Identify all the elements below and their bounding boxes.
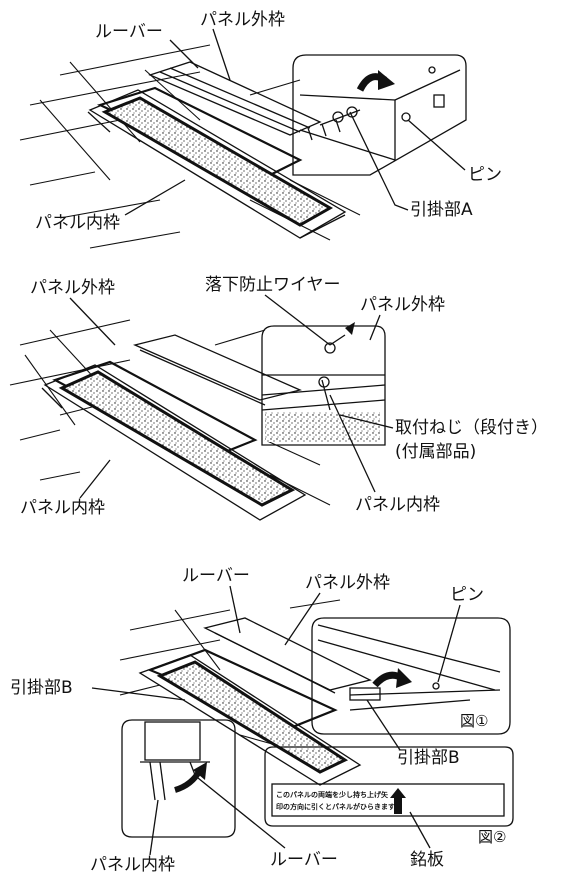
inset-fig1 (311, 617, 511, 735)
filter-2 (58, 370, 296, 507)
label-pin-3: ピン (450, 585, 484, 605)
label-hook-b-left: 引掛部B (10, 678, 73, 698)
label-wire: 落下防止ワイヤー (205, 275, 341, 295)
label-louver-1: ルーバー (95, 22, 163, 42)
plate-line-1: このパネルの両端を少し持ち上げ矢 (276, 790, 389, 799)
label-hook-b-bottom: 引掛部B (397, 748, 460, 768)
inner-frame-2 (43, 364, 307, 521)
outer-frame-3 (203, 617, 372, 691)
outer-frame-1 (148, 61, 322, 136)
label-inner-frame-3: パネル内枠 (90, 855, 175, 875)
label-outer-frame-2-left: パネル外枠 (30, 278, 115, 298)
filter-3 (156, 660, 349, 774)
inner-frame-1 (88, 89, 347, 239)
figure-3: このパネルの両端を少し持ち上げ矢 印の方向に引くとパネルがひらきます ルーバー … (10, 566, 514, 875)
label-outer-frame-3: パネル外枠 (305, 573, 390, 593)
label-screw-note: (付属部品) (395, 442, 476, 462)
inset-1 (292, 54, 467, 176)
label-screw: 取付ねじ（段付き） (395, 418, 548, 438)
label-inner-frame-1: パネル内枠 (35, 213, 120, 233)
figure-2: パネル外枠 落下防止ワイヤー パネル外枠 取付ねじ（段付き） (付属部品) パネ… (9, 275, 548, 521)
nameplate (271, 783, 505, 817)
label-pin-1: ピン (468, 165, 502, 185)
label-fig2: 図② (478, 828, 506, 846)
figure-1: ルーバー パネル外枠 ピン 引掛部A パネル内枠 (19, 10, 502, 249)
inset-bottom-left (121, 719, 236, 838)
label-nameplate: 銘板 (410, 850, 444, 870)
label-inner-frame-2-left: パネル内枠 (20, 498, 105, 518)
outer-frame-2 (132, 334, 303, 401)
filter-1 (101, 96, 334, 227)
inner-frame-3 (138, 654, 362, 786)
label-inner-frame-2-right: パネル内枠 (355, 495, 440, 515)
label-louver-3-top: ルーバー (182, 566, 250, 586)
label-louver-3-bottom: ルーバー (270, 850, 338, 870)
label-outer-frame-2-right: パネル外枠 (360, 295, 445, 315)
label-outer-frame-1: パネル外枠 (200, 10, 285, 30)
inset-fig2 (264, 746, 514, 827)
label-hook-a: 引掛部A (410, 200, 473, 220)
plate-line-2: 印の方向に引くとパネルがひらきます (276, 802, 395, 811)
label-fig1: 図① (460, 712, 488, 730)
